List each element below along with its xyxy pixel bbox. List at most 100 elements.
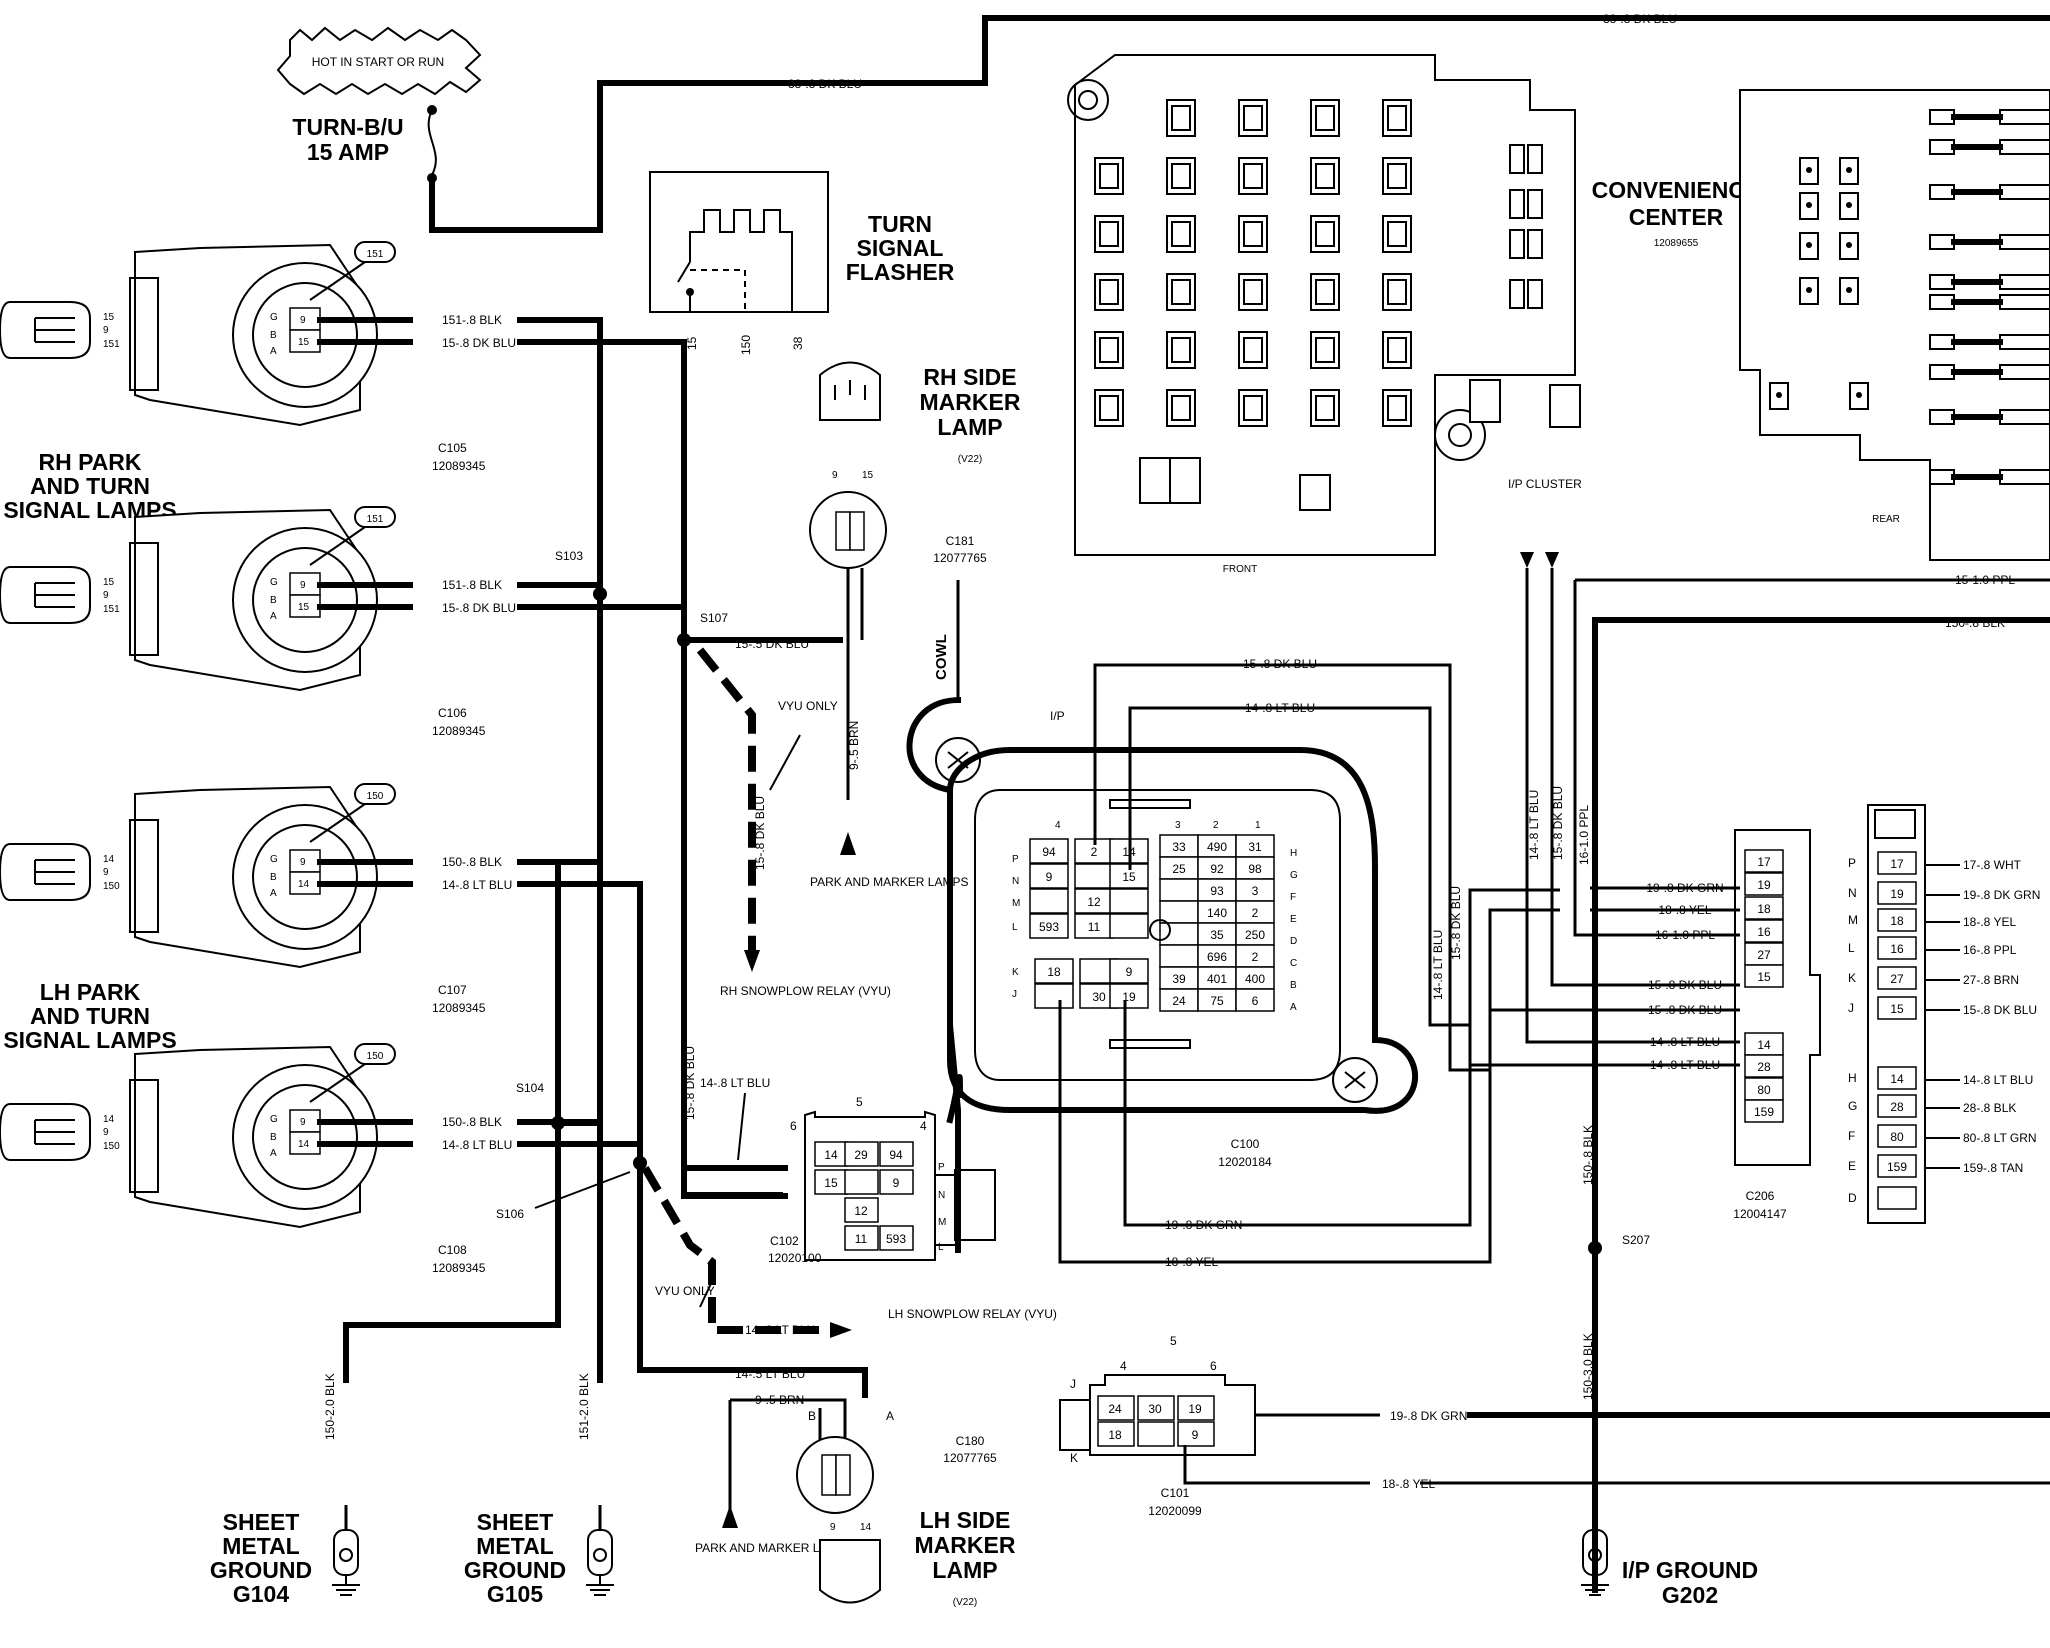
svg-text:12: 12 [1087, 895, 1101, 909]
conv-cluster-1: I/P CLUSTER [1508, 477, 1582, 491]
svg-text:GROUND: GROUND [210, 1557, 312, 1583]
svg-text:151-2.0 BLK: 151-2.0 BLK [577, 1373, 591, 1440]
rh-side-marker-lamp: 9 15 RH SIDE MARKER LAMP (V22) C181 1207… [809, 361, 1021, 889]
fuse-name: TURN-B/U [292, 114, 403, 140]
svg-text:F: F [1290, 892, 1296, 903]
svg-text:E: E [1290, 914, 1297, 925]
svg-text:19: 19 [1890, 887, 1904, 901]
svg-text:151-.8 BLK: 151-.8 BLK [442, 313, 502, 327]
screw-icon-bottom [1344, 1071, 1366, 1089]
lh-marker-part: 12077765 [943, 1451, 997, 1465]
convenience-center-front: CONVENIENCE CENTER 12089655 FRONT I/P CL… [1067, 54, 1760, 575]
svg-text:9: 9 [103, 1127, 109, 1138]
svg-text:14: 14 [1890, 1072, 1904, 1086]
svg-text:5: 5 [856, 1095, 863, 1109]
svg-text:6: 6 [1252, 994, 1259, 1008]
svg-text:SHEET: SHEET [477, 1509, 554, 1535]
svg-text:159-.8 TAN: 159-.8 TAN [1963, 1161, 2023, 1175]
svg-text:18: 18 [1757, 902, 1771, 916]
svg-text:490: 490 [1207, 840, 1227, 854]
svg-text:14-.8 LT BLU: 14-.8 LT BLU [1650, 1035, 1720, 1049]
wire-19-dk-grn-c100: 19-.8 DK GRN [1165, 1218, 1242, 1232]
svg-text:K: K [1070, 1451, 1078, 1465]
svg-text:27-.8 BRN: 27-.8 BRN [1963, 973, 2019, 987]
splice-s103 [593, 587, 607, 601]
wire-19-dk-grn-c101: 19-.8 DK GRN [1390, 1409, 1467, 1423]
svg-text:4: 4 [1055, 820, 1061, 831]
svg-text:9: 9 [300, 580, 306, 591]
wire-15-dk-blu-vert-2: 15-.8 DK BLU [683, 1046, 697, 1120]
c206-part: 12004147 [1733, 1207, 1787, 1221]
arrow-up-icon [840, 832, 856, 855]
svg-text:593: 593 [886, 1232, 906, 1246]
svg-text:N: N [1848, 886, 1857, 900]
svg-text:24: 24 [1108, 1402, 1122, 1416]
svg-text:18-.8 YEL: 18-.8 YEL [1658, 903, 1711, 917]
svg-text:15: 15 [298, 602, 310, 613]
svg-text:P: P [938, 1162, 945, 1173]
v-15-dk-blu: 15-.8 DK BLU [1551, 786, 1565, 860]
svg-text:24: 24 [1172, 994, 1186, 1008]
svg-text:150-.8 BLK: 150-.8 BLK [442, 855, 502, 869]
svg-text:14: 14 [298, 1139, 310, 1150]
svg-text:C108: C108 [438, 1243, 467, 1257]
svg-text:B: B [270, 1132, 277, 1143]
arrow-down-icon-cluster-b [1545, 552, 1559, 568]
svg-text:6: 6 [1210, 1359, 1217, 1373]
convenience-center-rear: REAR [1739, 89, 2050, 561]
svg-text:150: 150 [367, 791, 384, 802]
svg-text:A: A [1290, 1002, 1297, 1013]
lh-marker-code: (V22) [953, 1597, 977, 1608]
svg-text:250: 250 [1245, 928, 1265, 942]
lh-marker-title-3: LAMP [932, 1557, 997, 1583]
svg-text:17: 17 [1890, 857, 1904, 871]
svg-text:12089345: 12089345 [432, 724, 486, 738]
c102-part: 12020100 [768, 1251, 822, 1265]
svg-text:11: 11 [855, 1232, 868, 1246]
svg-text:159: 159 [1887, 1160, 1907, 1174]
svg-text:16: 16 [1890, 942, 1904, 956]
c100-wiring: 15-.8 DK BLU 14-.8 LT BLU 19-.8 DK GRN 1… [1058, 657, 1560, 1269]
svg-text:I/P GROUND: I/P GROUND [1622, 1557, 1758, 1583]
svg-text:14-.8 LT BLU: 14-.8 LT BLU [442, 878, 512, 892]
svg-text:151: 151 [367, 249, 384, 260]
turn-signal-flasher: TURN SIGNAL FLASHER 15 150 38 [649, 171, 955, 355]
svg-text:19: 19 [1188, 1402, 1202, 1416]
lh-marker-conn: C180 [956, 1434, 985, 1448]
svg-text:150: 150 [367, 1051, 384, 1062]
wire-15-1-ppl: 15-1.0 PPL [1955, 573, 2015, 587]
svg-text:4: 4 [920, 1119, 927, 1133]
svg-text:G: G [270, 577, 278, 588]
svg-text:9: 9 [830, 1522, 836, 1533]
cowl-label: COWL [933, 634, 950, 680]
svg-text:L: L [938, 1242, 944, 1253]
rh-marker-title-2: MARKER [920, 389, 1021, 415]
svg-text:B: B [808, 1409, 816, 1423]
svg-text:27: 27 [1757, 948, 1771, 962]
fuse-block: HOT IN START OR RUN TURN-B/U 15 AMP 38-.… [276, 12, 2050, 233]
wire-14-lt-blu-c100: 14-.8 LT BLU [1245, 701, 1315, 715]
svg-text:2: 2 [1252, 906, 1259, 920]
svg-text:N: N [938, 1190, 945, 1201]
conv-rear: REAR [1872, 514, 1900, 525]
splice-s106 [633, 1156, 647, 1170]
v-14-lt-blu-b: 14-.8 LT BLU [1431, 930, 1445, 1000]
svg-text:15: 15 [103, 577, 115, 588]
svg-text:B: B [1290, 980, 1297, 991]
wire-9-5-brn: 9-.5 BRN [755, 1393, 804, 1407]
rh-relay-label: RH SNOWPLOW RELAY (VYU) [720, 984, 891, 998]
svg-text:39: 39 [1172, 972, 1186, 986]
svg-text:400: 400 [1245, 972, 1265, 986]
flasher-title-1: TURN [868, 211, 932, 237]
svg-text:6: 6 [790, 1119, 797, 1133]
svg-text:12089345: 12089345 [432, 1001, 486, 1015]
wire-14-lt-blu-c102: 14-.8 LT BLU [700, 1076, 770, 1090]
svg-text:F: F [1848, 1129, 1855, 1143]
svg-text:150: 150 [103, 881, 120, 892]
svg-text:9: 9 [300, 315, 306, 326]
screw-icon-top [947, 751, 969, 769]
